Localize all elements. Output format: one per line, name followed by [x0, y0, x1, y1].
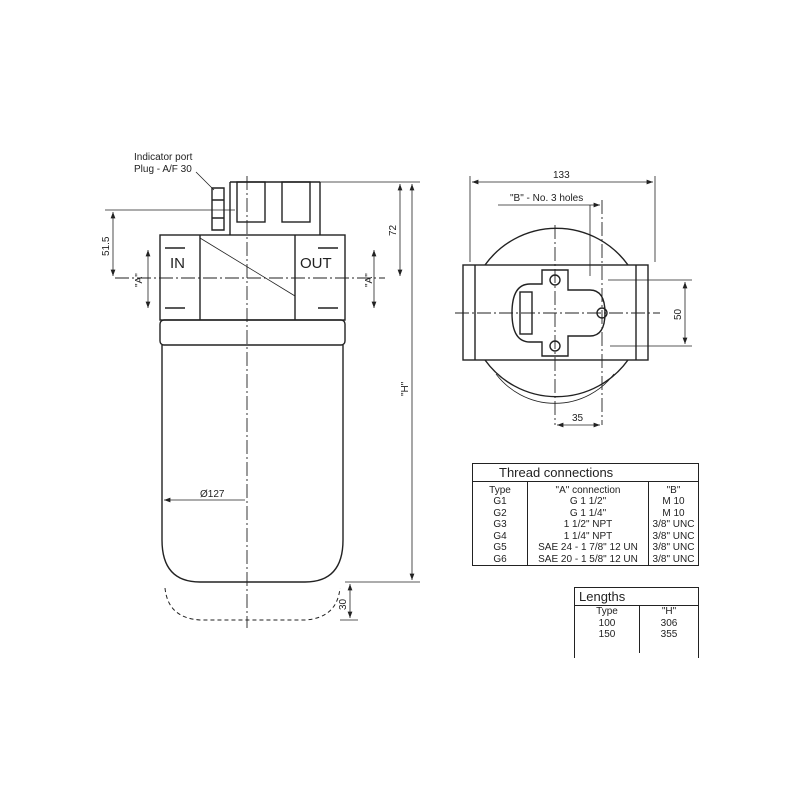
- filter-head: [159, 234, 346, 321]
- thread-connections-table: Thread connections Type "A" connection "…: [472, 463, 699, 566]
- side-view: [105, 171, 420, 628]
- cell: G1: [493, 496, 507, 507]
- filter-bowl: [161, 345, 344, 583]
- removal-clearance: [164, 587, 341, 621]
- cell: G 1 1/4": [527, 507, 649, 519]
- table-title: Lengths: [575, 588, 698, 606]
- table-row: G1 G 1 1/2"M 10: [473, 496, 698, 508]
- dim-50: 50: [673, 308, 684, 320]
- cell: 150: [598, 629, 616, 640]
- head-body: [462, 264, 649, 361]
- cell: 3/8" UNC: [648, 519, 698, 531]
- top-port-left: [236, 181, 266, 223]
- dim-133: 133: [553, 170, 570, 181]
- cell: 1 1/2" NPT: [527, 519, 649, 531]
- indicator-port-label: Indicator port: [134, 152, 193, 163]
- table-title: Thread connections: [473, 464, 698, 482]
- cell: G 1 1/2": [527, 496, 649, 508]
- top-view: [455, 176, 692, 428]
- table-row: 150 355: [575, 629, 698, 641]
- table-header-row: Type "H": [575, 605, 698, 618]
- dim-51-5: 51.5: [101, 236, 112, 256]
- table-header-row: Type "A" connection "B": [473, 484, 698, 496]
- out-label: OUT: [300, 255, 332, 272]
- header-a: "A" connection: [527, 484, 649, 496]
- cell: SAE 24 - 1 7/8" 12 UN: [527, 542, 649, 554]
- cell: M 10: [648, 507, 698, 519]
- header-h: "H": [639, 605, 698, 618]
- table-row: G2 G 1 1/4"M 10: [473, 507, 698, 519]
- cell: G4: [493, 530, 507, 542]
- dim-h: "H": [400, 381, 411, 396]
- dim-35: 35: [572, 413, 584, 424]
- a-dim-right: "A": [364, 273, 375, 287]
- cell: 306: [639, 617, 698, 629]
- dim-diameter: Ø127: [200, 489, 225, 500]
- collar: [159, 319, 346, 346]
- dim-72: 72: [388, 224, 399, 236]
- cell: 100: [598, 617, 616, 629]
- lengths-table: Lengths Type "H" 100 306 150 355: [574, 587, 699, 658]
- plug-label: Plug - A/F 30: [134, 164, 192, 175]
- dim-30: 30: [338, 598, 349, 610]
- table-row: 100 306: [575, 617, 698, 629]
- indicator-plug: [211, 187, 225, 231]
- header-type: Type: [596, 606, 618, 617]
- a-dim-left: "A": [134, 273, 145, 287]
- top-port-right: [281, 181, 311, 223]
- cell: G2: [493, 507, 507, 519]
- cell: 3/8" UNC: [648, 530, 698, 542]
- cell: 1 1/4" NPT: [527, 530, 649, 542]
- cell: 3/8" UNC: [648, 542, 698, 554]
- cell: G5: [493, 542, 507, 553]
- cell: 355: [639, 629, 698, 641]
- cell: G6: [493, 553, 507, 565]
- holes-label: "B" - No. 3 holes: [510, 193, 583, 204]
- cell: G3: [493, 519, 507, 530]
- cell: 3/8" UNC: [648, 553, 698, 565]
- header-b: "B": [648, 484, 698, 496]
- cell: SAE 20 - 1 5/8" 12 UN: [527, 553, 649, 565]
- header-type: Type: [489, 484, 511, 496]
- in-label: IN: [170, 255, 185, 272]
- cell: M 10: [648, 496, 698, 508]
